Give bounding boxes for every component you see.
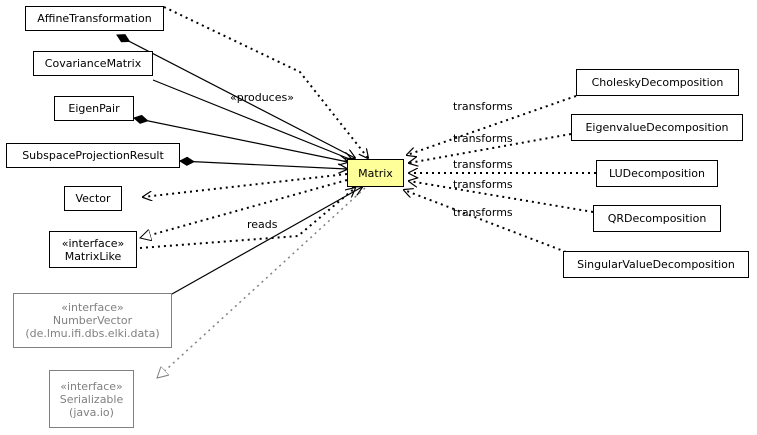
class-lu-decomposition[interactable]: LUDecomposition xyxy=(596,160,718,187)
edge-qr-matrix xyxy=(409,181,594,213)
package-label: (de.lmu.ifi.dbs.elki.data) xyxy=(25,327,160,340)
class-affine-transformation[interactable]: AffineTransformation xyxy=(25,6,164,31)
edge-matrix-serializable xyxy=(157,187,366,378)
class-subspace-projection-result[interactable]: SubspaceProjectionResult xyxy=(6,143,180,168)
class-covariance-matrix[interactable]: CovarianceMatrix xyxy=(33,51,153,76)
package-label: (java.io) xyxy=(69,405,114,419)
edge-subspace-matrix xyxy=(180,161,347,169)
class-name: AffineTransformation xyxy=(37,12,152,25)
interface-matrix-like[interactable]: «interface» MatrixLike xyxy=(49,231,137,268)
edge-label-produces: «produces» xyxy=(230,91,294,104)
edge-affine-produces-matrix xyxy=(163,6,368,158)
class-name: Vector xyxy=(75,192,111,205)
stereotype-label: «interface» xyxy=(60,379,123,393)
edge-label-transforms-svd: transforms xyxy=(453,206,513,219)
edge-label-transforms-lu: transforms xyxy=(453,158,513,171)
edge-label-transforms-qr: transforms xyxy=(453,178,513,191)
stereotype-label: «interface» xyxy=(61,301,124,314)
class-name: Serializable xyxy=(59,392,124,406)
class-matrix[interactable]: Matrix xyxy=(347,159,404,187)
class-cholesky-decomposition[interactable]: CholeskyDecomposition xyxy=(576,69,739,96)
class-name: MatrixLike xyxy=(64,249,122,263)
class-name: EigenvalueDecomposition xyxy=(585,121,729,134)
class-singular-value-decomposition[interactable]: SingularValueDecomposition xyxy=(563,251,749,278)
class-name: CholeskyDecomposition xyxy=(591,76,724,89)
class-name: QRDecomposition xyxy=(607,212,707,225)
class-vector[interactable]: Vector xyxy=(64,186,122,211)
edge-matrix-vector xyxy=(143,173,348,197)
class-name: LUDecomposition xyxy=(609,167,705,180)
class-name: SingularValueDecomposition xyxy=(577,258,735,271)
edge-svd-matrix xyxy=(404,190,567,253)
class-name: NumberVector xyxy=(52,314,133,327)
edge-matrix-matrixlike xyxy=(140,179,348,238)
edge-covariance-matrix xyxy=(152,79,352,160)
interface-number-vector[interactable]: «interface» NumberVector (de.lmu.ifi.dbs… xyxy=(13,293,172,348)
class-eigenvalue-decomposition[interactable]: EigenvalueDecomposition xyxy=(571,114,743,141)
interface-serializable[interactable]: «interface» Serializable (java.io) xyxy=(49,370,134,428)
stereotype-label: «interface» xyxy=(61,236,125,250)
edge-eigenpair-matrix xyxy=(134,118,348,162)
class-eigen-pair[interactable]: EigenPair xyxy=(54,96,134,121)
class-name: CovarianceMatrix xyxy=(44,57,142,70)
class-name: Matrix xyxy=(358,166,393,180)
class-name: EigenPair xyxy=(68,102,120,115)
class-qr-decomposition[interactable]: QRDecomposition xyxy=(593,205,721,232)
edge-label-transforms-cholesky: transforms xyxy=(453,100,513,113)
edge-numbervector-matrix xyxy=(171,187,362,295)
edge-label-transforms-eigenvalue: transforms xyxy=(453,132,513,145)
edge-label-reads: reads xyxy=(247,218,278,231)
class-name: SubspaceProjectionResult xyxy=(22,149,164,162)
